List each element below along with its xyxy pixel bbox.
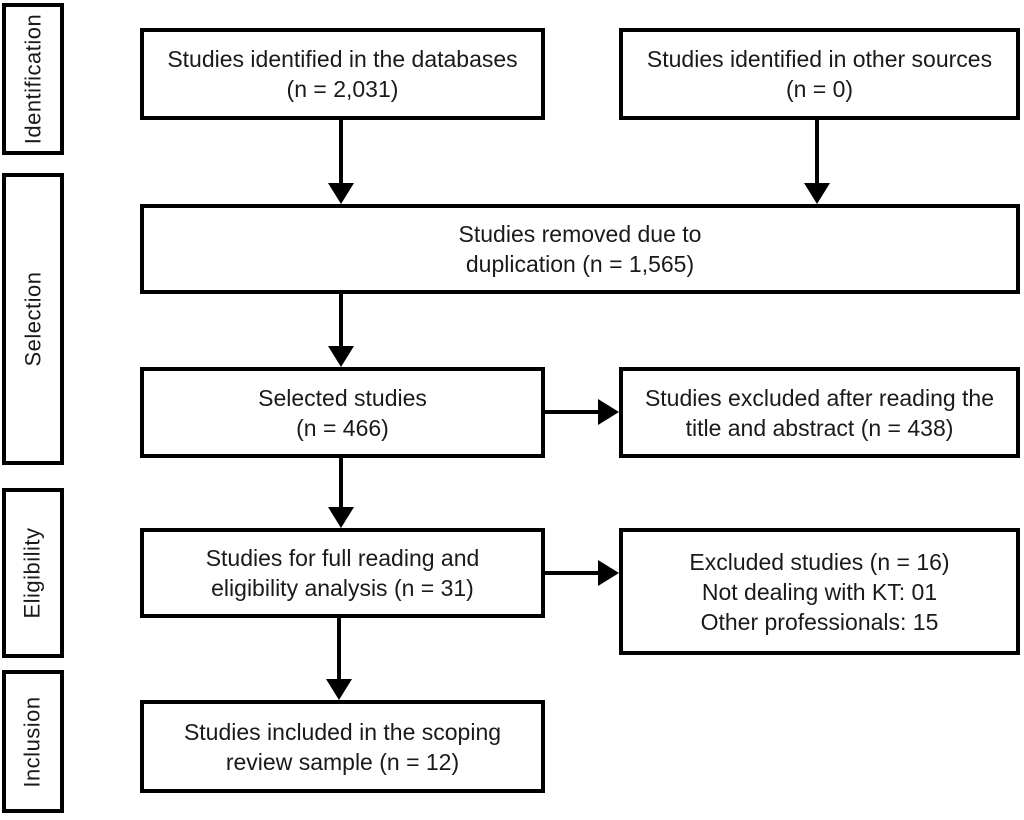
stage-label-identification: Identification: [2, 3, 64, 155]
box-text-line: Studies identified in the databases: [167, 46, 518, 72]
arrow-selected-to-excluded-stem: [544, 410, 598, 414]
box-text-line: Studies excluded after reading the: [644, 384, 995, 411]
stage-label-text: Inclusion: [20, 695, 45, 788]
box-text-line: review sample (n = 12): [225, 748, 460, 775]
box-text-line: Not dealing with KT: 01: [701, 578, 938, 605]
box-excluded-studies-full-text: Excluded studies (n = 16) Not dealing wi…: [619, 528, 1020, 655]
box-text-line: (n = 0): [785, 76, 854, 102]
box-text-line: Studies removed due to: [458, 221, 702, 247]
box-selected-studies: Selected studies (n = 466): [140, 367, 545, 458]
arrow-other-to-removed-stem: [815, 119, 819, 184]
arrow-fullreading-to-excluded-head-icon: [598, 560, 619, 586]
arrow-removed-to-selected-head-icon: [328, 346, 354, 367]
arrow-other-to-removed-head-icon: [804, 183, 830, 204]
arrow-databases-to-removed-head-icon: [328, 183, 354, 204]
box-text-line: Studies identified in other sources: [646, 46, 993, 72]
box-studies-excluded-title-abstract: Studies excluded after reading the title…: [619, 367, 1020, 458]
arrow-fullreading-to-included-stem: [337, 617, 341, 679]
arrow-removed-to-selected-stem: [339, 293, 343, 346]
box-studies-identified-other-sources: Studies identified in other sources (n =…: [619, 28, 1020, 120]
box-text-line: Excluded studies (n = 16): [689, 548, 950, 575]
arrow-fullreading-to-included-head-icon: [326, 679, 352, 700]
stage-label-text: Eligibility: [20, 527, 45, 619]
box-text-line: eligibility analysis (n = 31): [211, 575, 474, 601]
stage-label-eligibility: Eligibility: [2, 488, 64, 658]
stage-label-selection: Selection: [2, 173, 64, 465]
box-text-line: Studies included in the scoping: [183, 718, 502, 745]
stage-label-text: Selection: [20, 271, 46, 367]
box-studies-included: Studies included in the scoping review s…: [140, 700, 545, 793]
arrow-selected-to-excluded-head-icon: [598, 399, 619, 425]
arrow-fullreading-to-excluded-stem: [544, 571, 598, 575]
box-text-line: Selected studies: [258, 384, 427, 411]
box-text-line: (n = 2,031): [286, 76, 399, 102]
arrow-databases-to-removed-stem: [339, 119, 343, 184]
stage-label-text: Identification: [20, 13, 45, 145]
box-text-line: (n = 466): [296, 414, 389, 441]
box-studies-identified-databases: Studies identified in the databases (n =…: [140, 28, 545, 120]
arrow-selected-to-fullreading-stem: [339, 457, 343, 507]
box-studies-full-reading: Studies for full reading and eligibility…: [140, 528, 545, 618]
box-text-line: Other professionals: 15: [700, 608, 939, 635]
arrow-selected-to-fullreading-head-icon: [328, 507, 354, 528]
stage-label-inclusion: Inclusion: [2, 670, 64, 813]
box-text-line: title and abstract (n = 438): [685, 414, 954, 441]
box-text-line: Studies for full reading and: [205, 545, 480, 571]
box-text-line: duplication (n = 1,565): [465, 251, 695, 277]
box-studies-removed-duplication: Studies removed due to duplication (n = …: [140, 204, 1020, 294]
